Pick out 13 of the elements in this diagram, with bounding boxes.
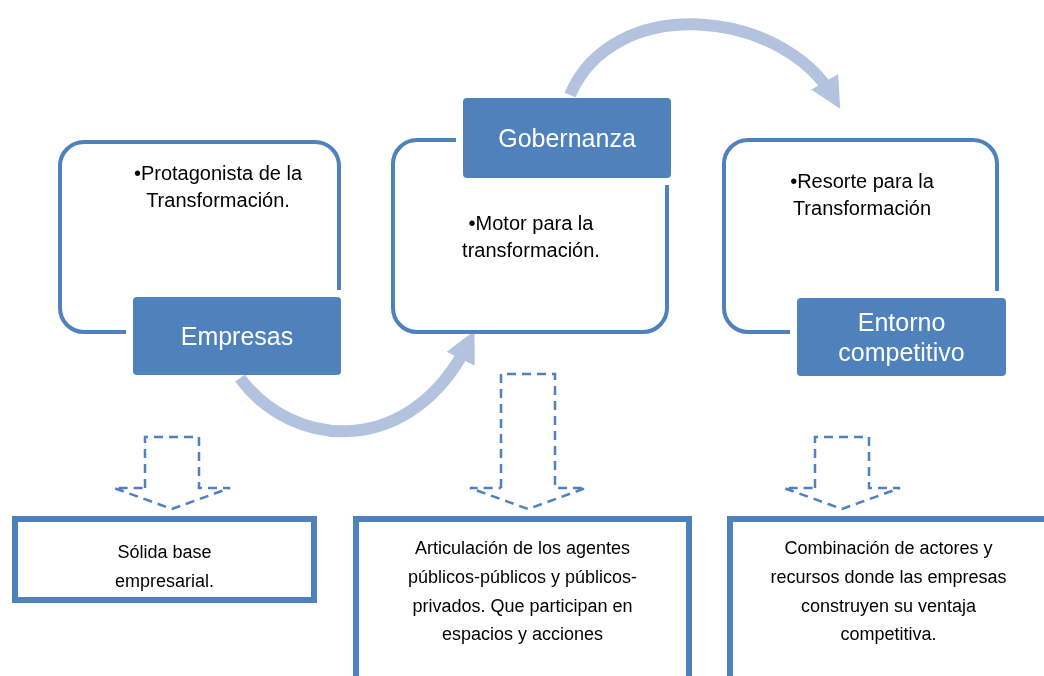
curved-arrow [235,331,476,437]
title-tab: Empresas [133,297,341,375]
dashed-block-arrow [112,435,232,511]
title-tab: Gobernanza [463,98,671,178]
dashed-block-arrow [782,435,902,511]
title-tab: Entorno competitivo [797,298,1006,376]
text-box: Combinación de actores y recursos donde las empresas construyen su ventaja competitiva. [727,516,1044,676]
bullet-text: •Resorte para la Transformación [789,169,935,221]
bullet-text: •Protagonista de la Transformación. [132,161,304,213]
text-box: Articulación de los agentes públicos-públicos y públicos-privados. Que participan en espacios y acciones [353,516,692,676]
bullet-text: •Motor para la transformación. [461,211,601,263]
text-box: Sólida base empresarial. [12,516,317,603]
curved-arrow [564,18,842,109]
